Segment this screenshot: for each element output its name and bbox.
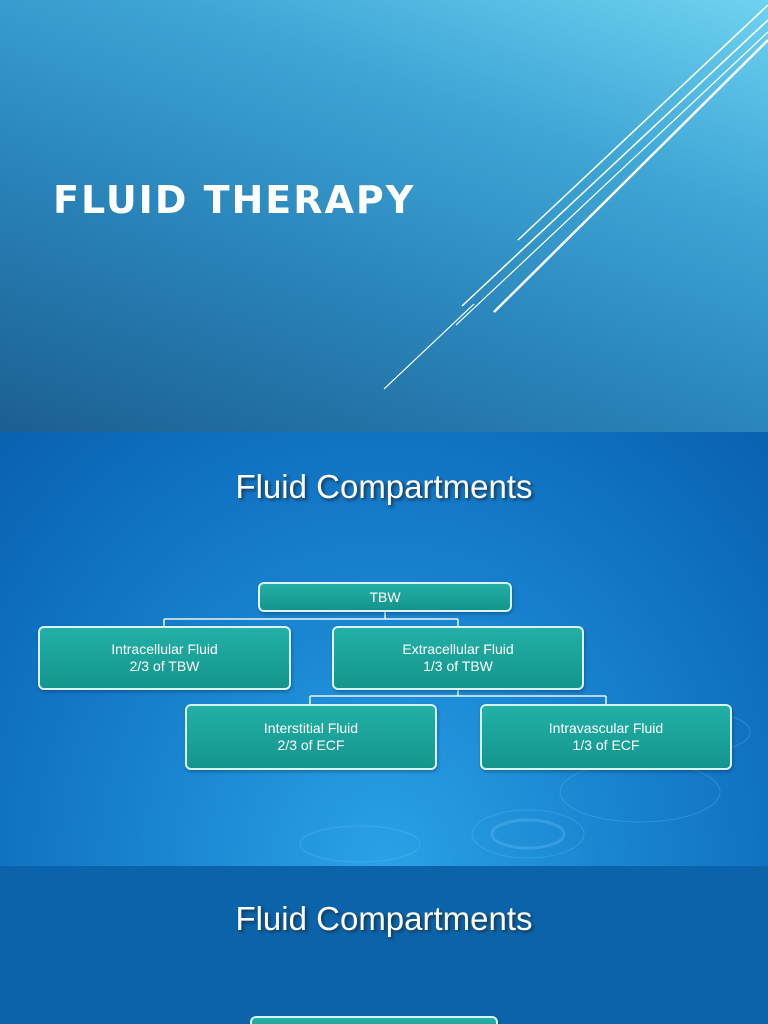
node-sublabel: 2/3 of ECF [277, 737, 345, 753]
node-partial [250, 1016, 498, 1024]
fluid-compartments-slide: Fluid Compartments TBW Intracellular Flu… [0, 432, 768, 866]
node-extracellular-fluid: Extracellular Fluid 1/3 of TBW [332, 626, 584, 690]
node-label: Intravascular Fluid [548, 720, 664, 736]
node-interstitial-fluid: Interstitial Fluid 2/3 of ECF [185, 704, 437, 770]
node-tbw: TBW [258, 582, 512, 612]
decorative-lines [383, 4, 768, 390]
deco-line [461, 19, 768, 307]
deco-line [517, 4, 768, 241]
node-label: TBW [369, 588, 401, 605]
deco-line [455, 31, 768, 326]
fluid-compartments-slide-2: Fluid Compartments [0, 866, 768, 1024]
diagram-connectors [163, 612, 607, 704]
title-slide: FLUID THERAPY [0, 0, 768, 432]
slide-heading: Fluid Compartments [235, 900, 533, 937]
node-intracellular-fluid: Intracellular Fluid 2/3 of TBW [38, 626, 291, 690]
node-sublabel: 1/3 of TBW [423, 658, 493, 674]
node-intravascular-fluid: Intravascular Fluid 1/3 of ECF [480, 704, 732, 770]
slide-title: FLUID THERAPY [53, 178, 416, 222]
slide-heading: Fluid Compartments [235, 468, 533, 505]
node-label: Intracellular Fluid [111, 641, 218, 657]
deco-line [493, 39, 768, 313]
node-label: Extracellular Fluid [402, 641, 514, 657]
node-sublabel: 2/3 of TBW [129, 658, 200, 674]
deco-line [383, 303, 475, 390]
node-label: Interstitial Fluid [263, 720, 359, 736]
node-sublabel: 1/3 of ECF [572, 737, 640, 753]
